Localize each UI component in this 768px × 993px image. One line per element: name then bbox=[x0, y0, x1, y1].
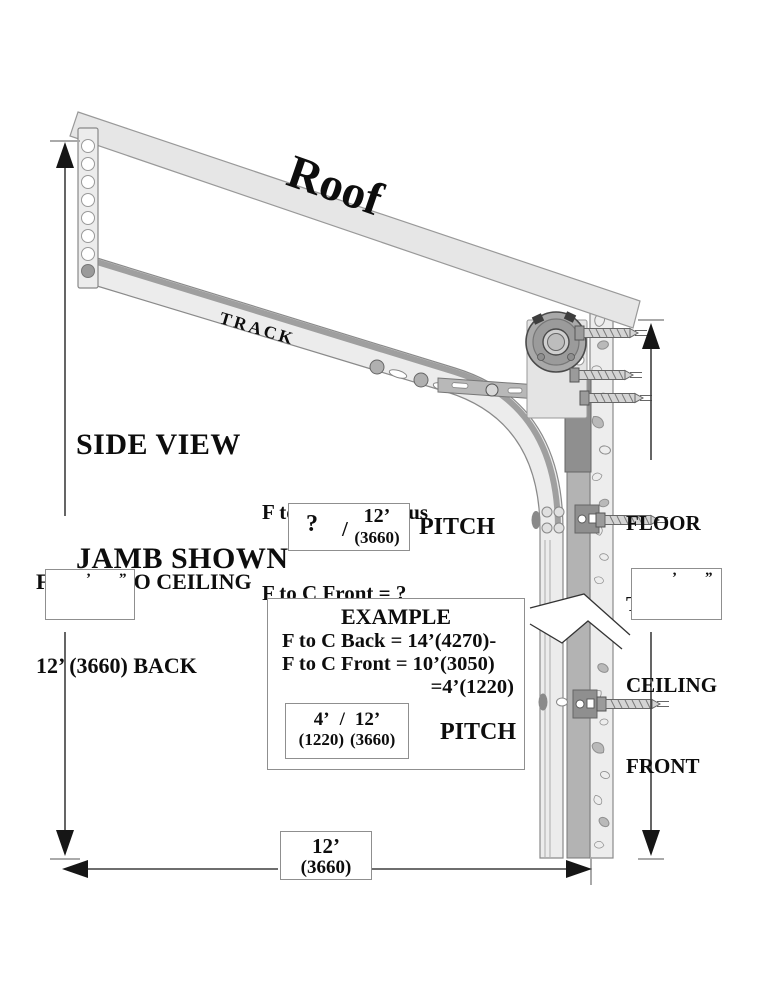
example-line-3: =4’(1220) bbox=[430, 676, 514, 698]
ftc-back-inch-mark: ” bbox=[119, 571, 127, 587]
pitch-unknown-box[interactable]: ? / 12’ (3660) bbox=[288, 503, 410, 551]
pitch-unknown-row: ? / 12’ (3660) PITCH bbox=[288, 503, 495, 551]
bottom-dimension-arrow bbox=[62, 857, 592, 885]
pitch-denominator: 12’ (3660) bbox=[351, 506, 403, 548]
example-frac-slash: / bbox=[339, 709, 345, 730]
pitch-denominator-mm: (3660) bbox=[354, 528, 400, 547]
track-joint bbox=[531, 504, 600, 534]
example-box: EXAMPLE F to C Back = 14’(4270)- F to C … bbox=[267, 598, 525, 770]
ftc-front-line-4: FRONT bbox=[626, 754, 700, 778]
pitch-denominator-feet: 12’ bbox=[363, 505, 391, 527]
example-frac-den-mm: (3660) bbox=[350, 730, 396, 749]
ftc-back-label: FLOOR TO CEILING 12’ (3660) BACK bbox=[36, 512, 252, 736]
example-frac-den-feet: 12’ bbox=[354, 709, 381, 730]
bottom-dimension-feet: 12’ bbox=[312, 834, 340, 858]
pitch-label: PITCH bbox=[419, 513, 496, 540]
pitch-slash: / bbox=[342, 517, 348, 541]
bottom-dimension-mm: (3660) bbox=[300, 857, 352, 878]
ftc-front-line-3: CEILING bbox=[626, 673, 718, 697]
example-frac-num-feet: 4’ bbox=[313, 709, 330, 730]
torsion-drum bbox=[525, 311, 588, 419]
ftc-front-value-box[interactable]: ’ ” bbox=[631, 568, 722, 620]
example-pitch-label: PITCH bbox=[440, 719, 517, 745]
ftc-front-inch-mark: ” bbox=[705, 570, 713, 586]
example-frac-num-mm: (1220) bbox=[298, 730, 344, 749]
example-title: EXAMPLE bbox=[341, 604, 451, 629]
ftc-front-feet-mark: ’ bbox=[672, 570, 677, 586]
ftc-back-line-2: 12’ (3660) BACK bbox=[36, 653, 197, 678]
example-line-1: F to C Back = 14’(4270)- bbox=[282, 630, 497, 652]
break-mark bbox=[529, 593, 631, 650]
track-rollers bbox=[369, 359, 452, 392]
bottom-dimension-box: 12’ (3660) bbox=[280, 831, 372, 880]
example-pitch-fraction-box: 4’ / 12’ (1220) (3660) bbox=[285, 703, 409, 759]
page-title-line-1: SIDE VIEW bbox=[76, 428, 241, 461]
example-calculation: F to C Back = 14’(4270)- F to C Front = … bbox=[282, 630, 524, 699]
ftc-front-label: FLOOR TO CEILING FRONT bbox=[626, 456, 717, 834]
right-dimension-arrow bbox=[638, 319, 664, 860]
ftc-back-value-box[interactable]: ’ ” bbox=[45, 569, 135, 620]
pitch-unknown-value: ? bbox=[306, 511, 318, 537]
left-dimension-arrow bbox=[50, 140, 80, 860]
example-line-2: F to C Front = 10’(3050) bbox=[282, 653, 495, 675]
ftc-back-feet-mark: ’ bbox=[86, 571, 91, 587]
roof-beam bbox=[69, 111, 641, 329]
ftc-front-line-1: FLOOR bbox=[626, 511, 701, 535]
lower-track-bracket bbox=[538, 689, 598, 719]
perforated-bracket bbox=[77, 127, 99, 289]
